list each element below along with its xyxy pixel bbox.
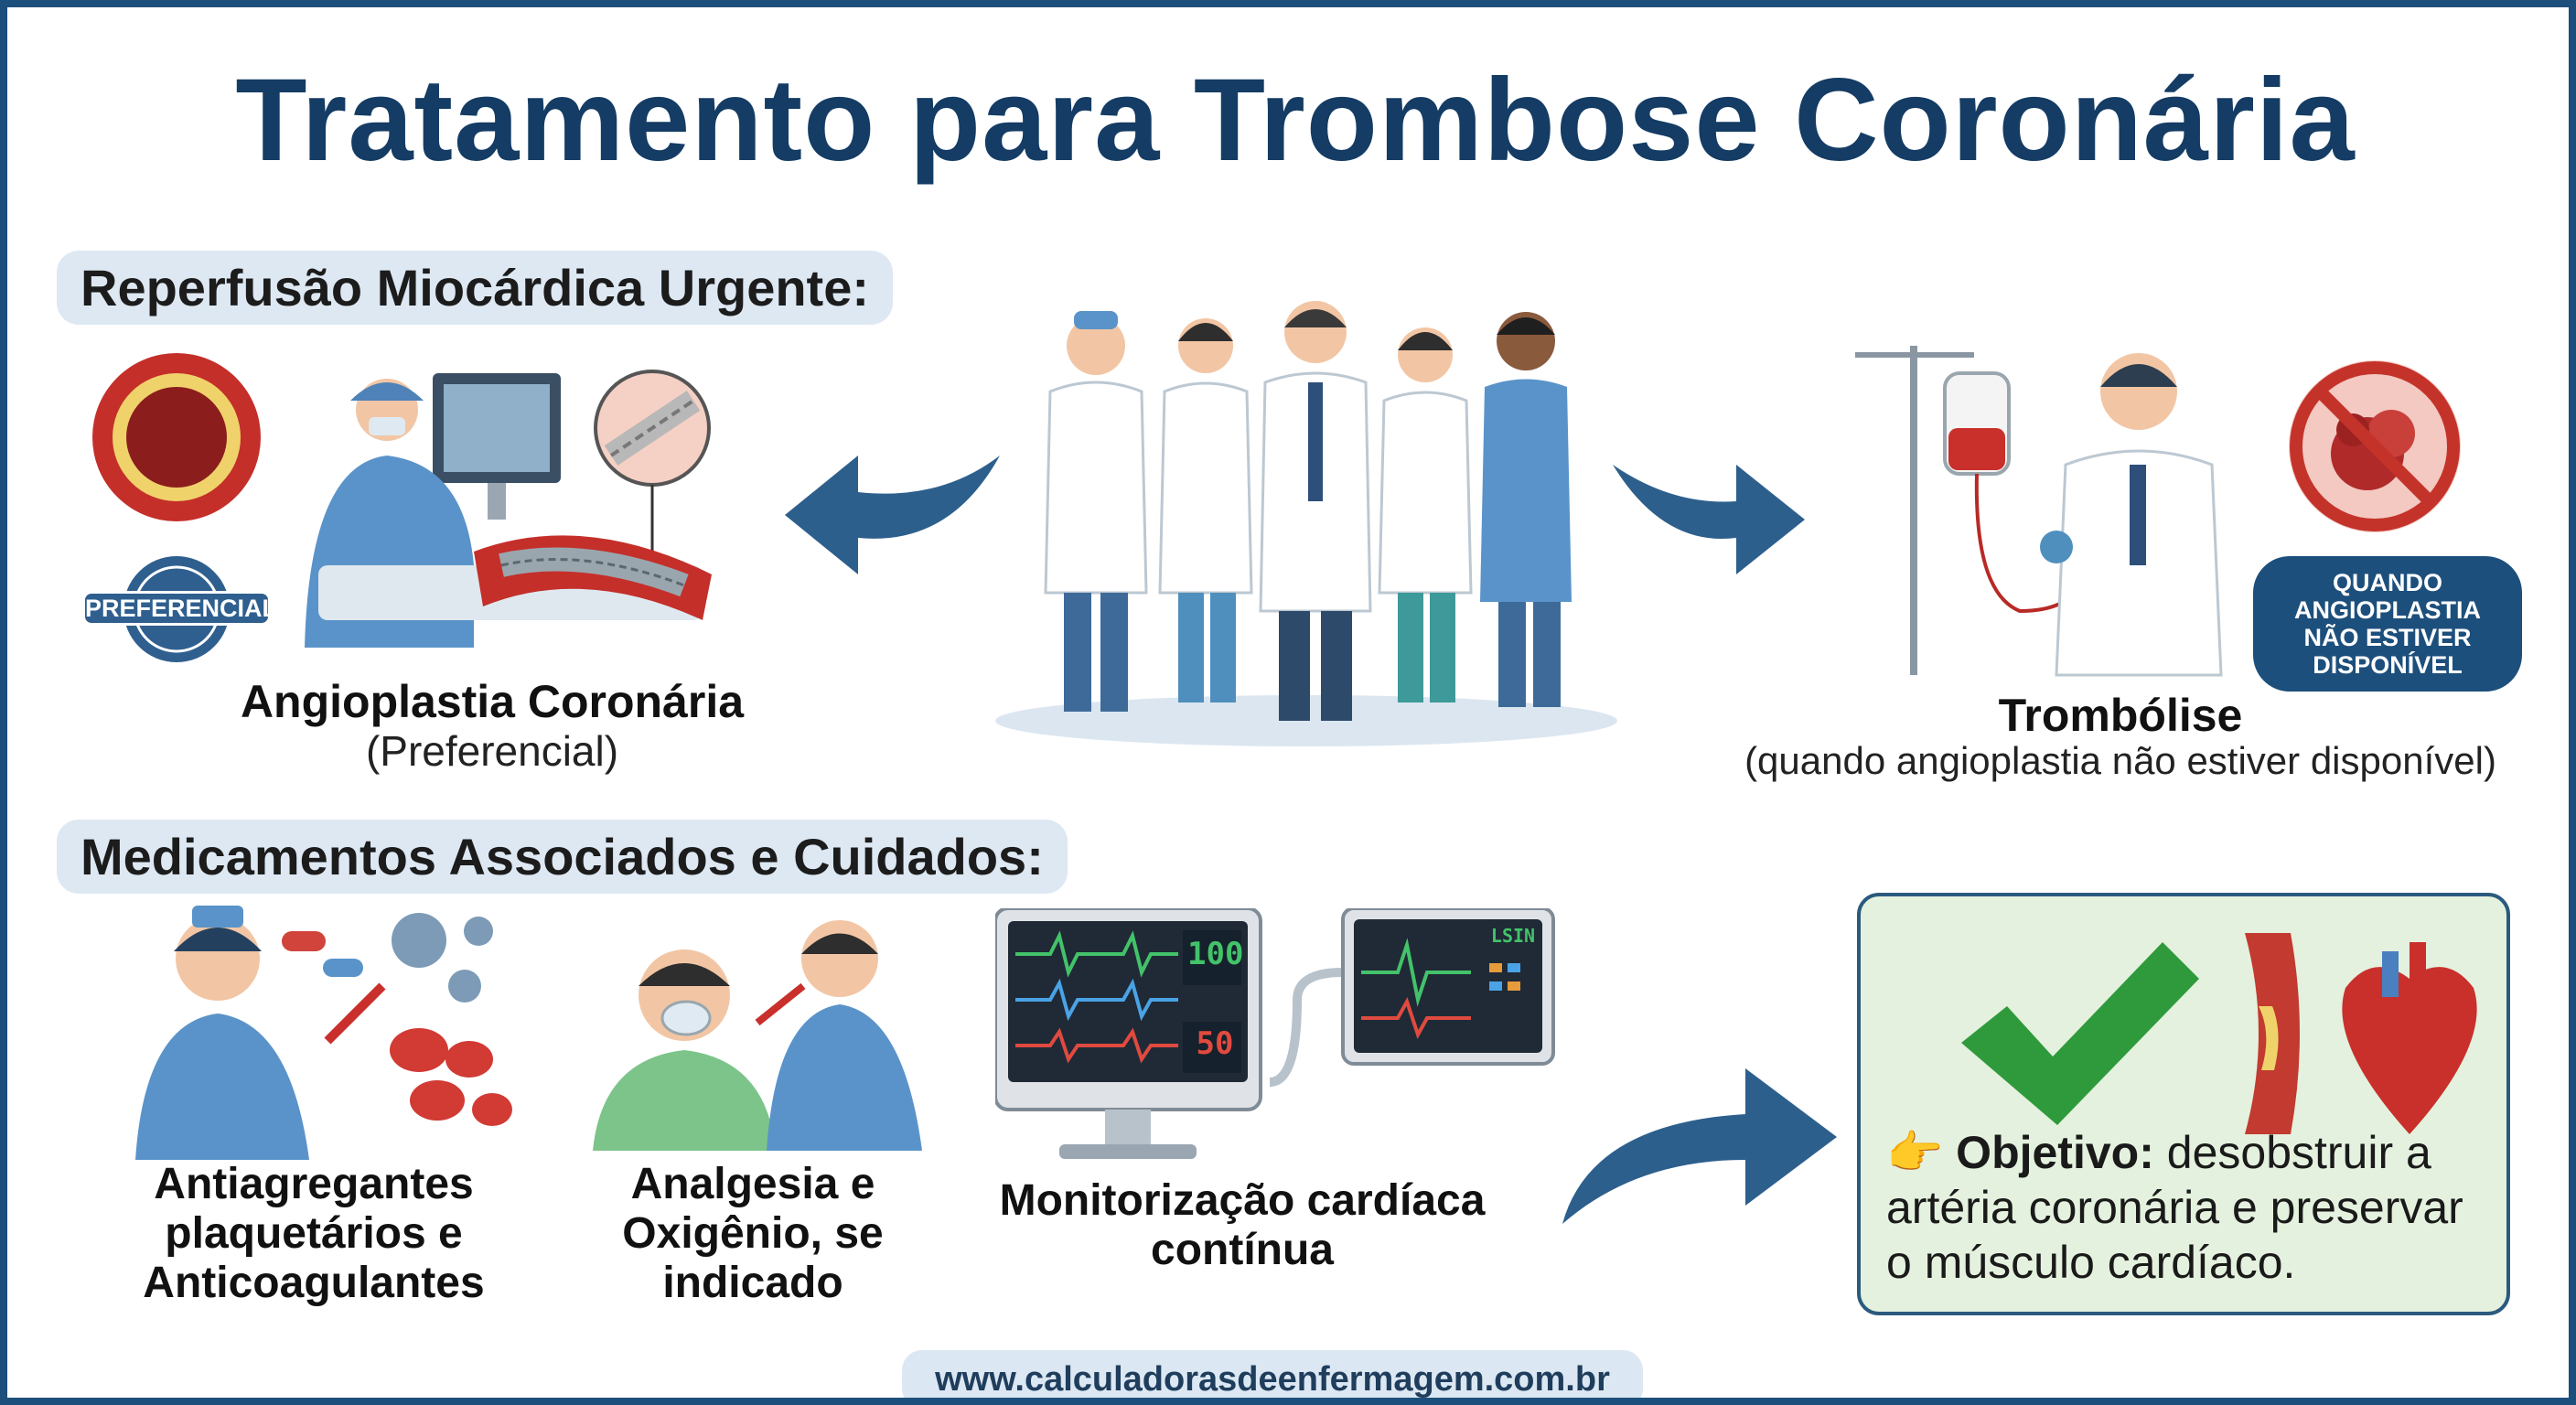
monitor-value-bottom: 50 — [1196, 1025, 1234, 1062]
angioplasty-subtitle: (Preferencial) — [365, 727, 619, 775]
arrow-left-icon — [785, 437, 1004, 584]
arrow-to-objective-icon — [1553, 1050, 1846, 1233]
objective-label: Objetivo: — [1956, 1127, 2154, 1178]
analgesia-oxygen-illustration — [584, 904, 931, 1151]
objective-text: desobstruir a artéria coronária e preser… — [1886, 1127, 2463, 1288]
preferencial-badge: PREFERENCIAL — [82, 554, 277, 664]
footer-url[interactable]: www.calculadorasdeenfermagem.com.br — [902, 1350, 1643, 1398]
thrombolysis-badge: QUANDO ANGIOPLASTIA NÃO ESTIVER DISPONÍV… — [2253, 556, 2522, 692]
medical-team-illustration — [986, 291, 1626, 748]
artery-cross-section-icon — [92, 353, 261, 521]
thrombolysis-subtitle: (quando angioplastia não estiver disponí… — [1744, 739, 2496, 782]
thrombolysis-title: Trombólise — [1998, 690, 2243, 741]
monitor-value-top: 100 — [1187, 936, 1244, 972]
doctor-figure — [1480, 312, 1572, 707]
arrow-right-icon — [1608, 446, 1809, 584]
objective-box: 👉 Objetivo: desobstruir a artéria coroná… — [1857, 893, 2510, 1315]
objective-illustration — [1961, 933, 2477, 1134]
medication-item-monitoring: Monitorização cardíaca contínua — [999, 1176, 1486, 1274]
pointing-hand-icon: 👉 — [1886, 1127, 1944, 1178]
heart-icon — [2342, 942, 2477, 1134]
no-clot-icon — [2283, 355, 2466, 538]
doctor-figure — [1044, 311, 1148, 712]
angioplasty-title: Angioplastia Coronária — [240, 676, 745, 727]
section-label-medications: Medicamentos Associados e Cuidados: — [57, 820, 1068, 894]
check-icon — [1961, 942, 2199, 1125]
medication-item-analgesia: Analgesia e Oxigênio, se indicado — [622, 1160, 884, 1307]
angioplasty-illustration — [71, 346, 748, 675]
objective-text-block: 👉 Objetivo: desobstruir a artéria coroná… — [1886, 1125, 2490, 1290]
page-title: Tratamento para Trombose Coronária — [235, 55, 2356, 186]
doctor-figure — [1378, 327, 1473, 702]
cardiac-monitor-illustration: 100 50 LSIN — [995, 908, 1562, 1174]
medication-item-antiplatelets: Antiagregantes plaquetários e Anticoagul… — [143, 1160, 485, 1307]
doctor-figure — [1259, 301, 1372, 721]
doctor-figure — [1158, 318, 1253, 702]
preferencial-badge-label: PREFERENCIAL — [82, 591, 277, 626]
nurse-injection-illustration — [108, 895, 529, 1160]
small-monitor-label: LSIN — [1490, 925, 1536, 947]
section-label-reperfusion: Reperfusão Miocárdica Urgente: — [57, 251, 893, 325]
thrombolysis-illustration — [1837, 337, 2276, 684]
